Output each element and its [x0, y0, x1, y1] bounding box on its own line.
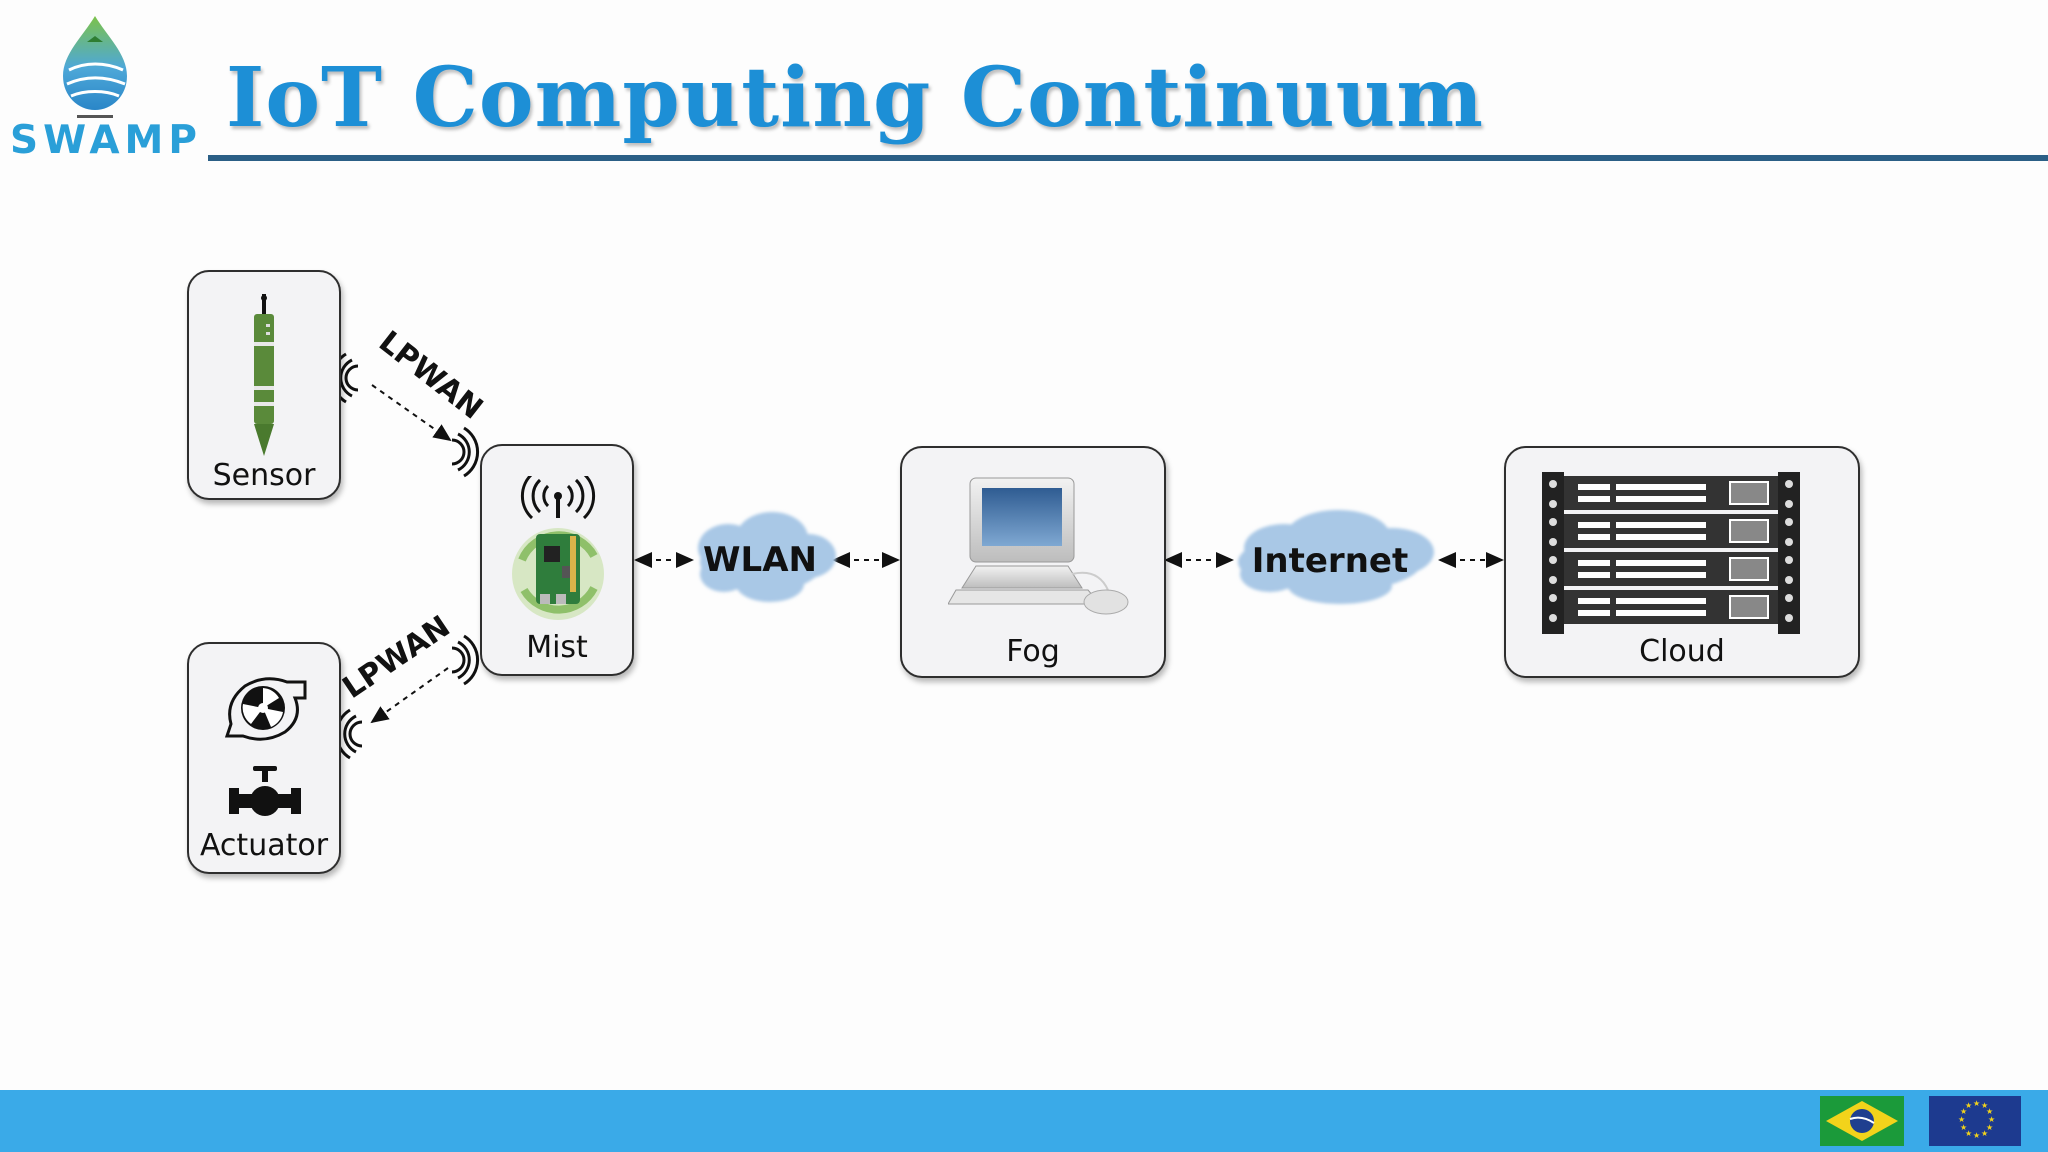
- soil-sensor-icon: [254, 294, 274, 456]
- pump-icon: [224, 677, 307, 741]
- sensor-label: Sensor: [212, 458, 316, 493]
- water-drop-icon: [63, 16, 127, 118]
- internet-label: Internet: [1251, 541, 1409, 581]
- footer-bar: [0, 1090, 2048, 1152]
- title-divider: [208, 155, 2048, 161]
- page-title: IoT Computing Continuum: [226, 50, 1485, 146]
- signal-icon-mist-bottom: [451, 634, 480, 686]
- svg-text:★: ★: [1960, 1123, 1967, 1132]
- valve-icon: [229, 766, 301, 816]
- svg-text:★: ★: [1981, 1129, 1988, 1138]
- signal-icon-mist-top: [451, 426, 480, 478]
- wlan-cloud-shape: [698, 512, 836, 602]
- logo-text: SWAMP: [10, 118, 202, 163]
- svg-text:★: ★: [1986, 1123, 1993, 1132]
- svg-text:★: ★: [1988, 1115, 1995, 1124]
- eu-flag-icon: ★★★★ ★★★★ ★★★★: [1929, 1096, 2021, 1146]
- server-rack-icon: [1542, 472, 1800, 634]
- svg-text:★: ★: [1965, 1129, 1972, 1138]
- raspberry-pi-icon: [512, 528, 604, 620]
- actuator-label: Actuator: [199, 828, 329, 863]
- sensor-node: Sensor: [187, 270, 341, 500]
- svg-text:★: ★: [1965, 1101, 1972, 1110]
- svg-text:★: ★: [1986, 1107, 1993, 1116]
- svg-text:★: ★: [1960, 1107, 1967, 1116]
- cloud-node: Cloud: [1504, 446, 1860, 678]
- brazil-flag-icon: [1820, 1096, 1904, 1146]
- fog-label: Fog: [1006, 634, 1060, 669]
- actuator-node: Actuator: [187, 642, 341, 874]
- fog-node: Fog: [900, 446, 1166, 678]
- swamp-logo: [55, 14, 135, 119]
- antenna-icon: [520, 476, 596, 520]
- svg-text:★: ★: [1981, 1101, 1988, 1110]
- svg-text:★: ★: [1958, 1115, 1965, 1124]
- desktop-computer-icon: [948, 477, 1129, 615]
- mist-label: Mist: [526, 630, 588, 665]
- svg-text:★: ★: [1973, 1099, 1980, 1108]
- cloud-label: Cloud: [1639, 634, 1725, 669]
- mist-node: Mist: [480, 444, 634, 676]
- wlan-label: WLAN: [703, 540, 817, 580]
- internet-cloud-shape: [1238, 510, 1434, 604]
- svg-text:★: ★: [1973, 1131, 1980, 1140]
